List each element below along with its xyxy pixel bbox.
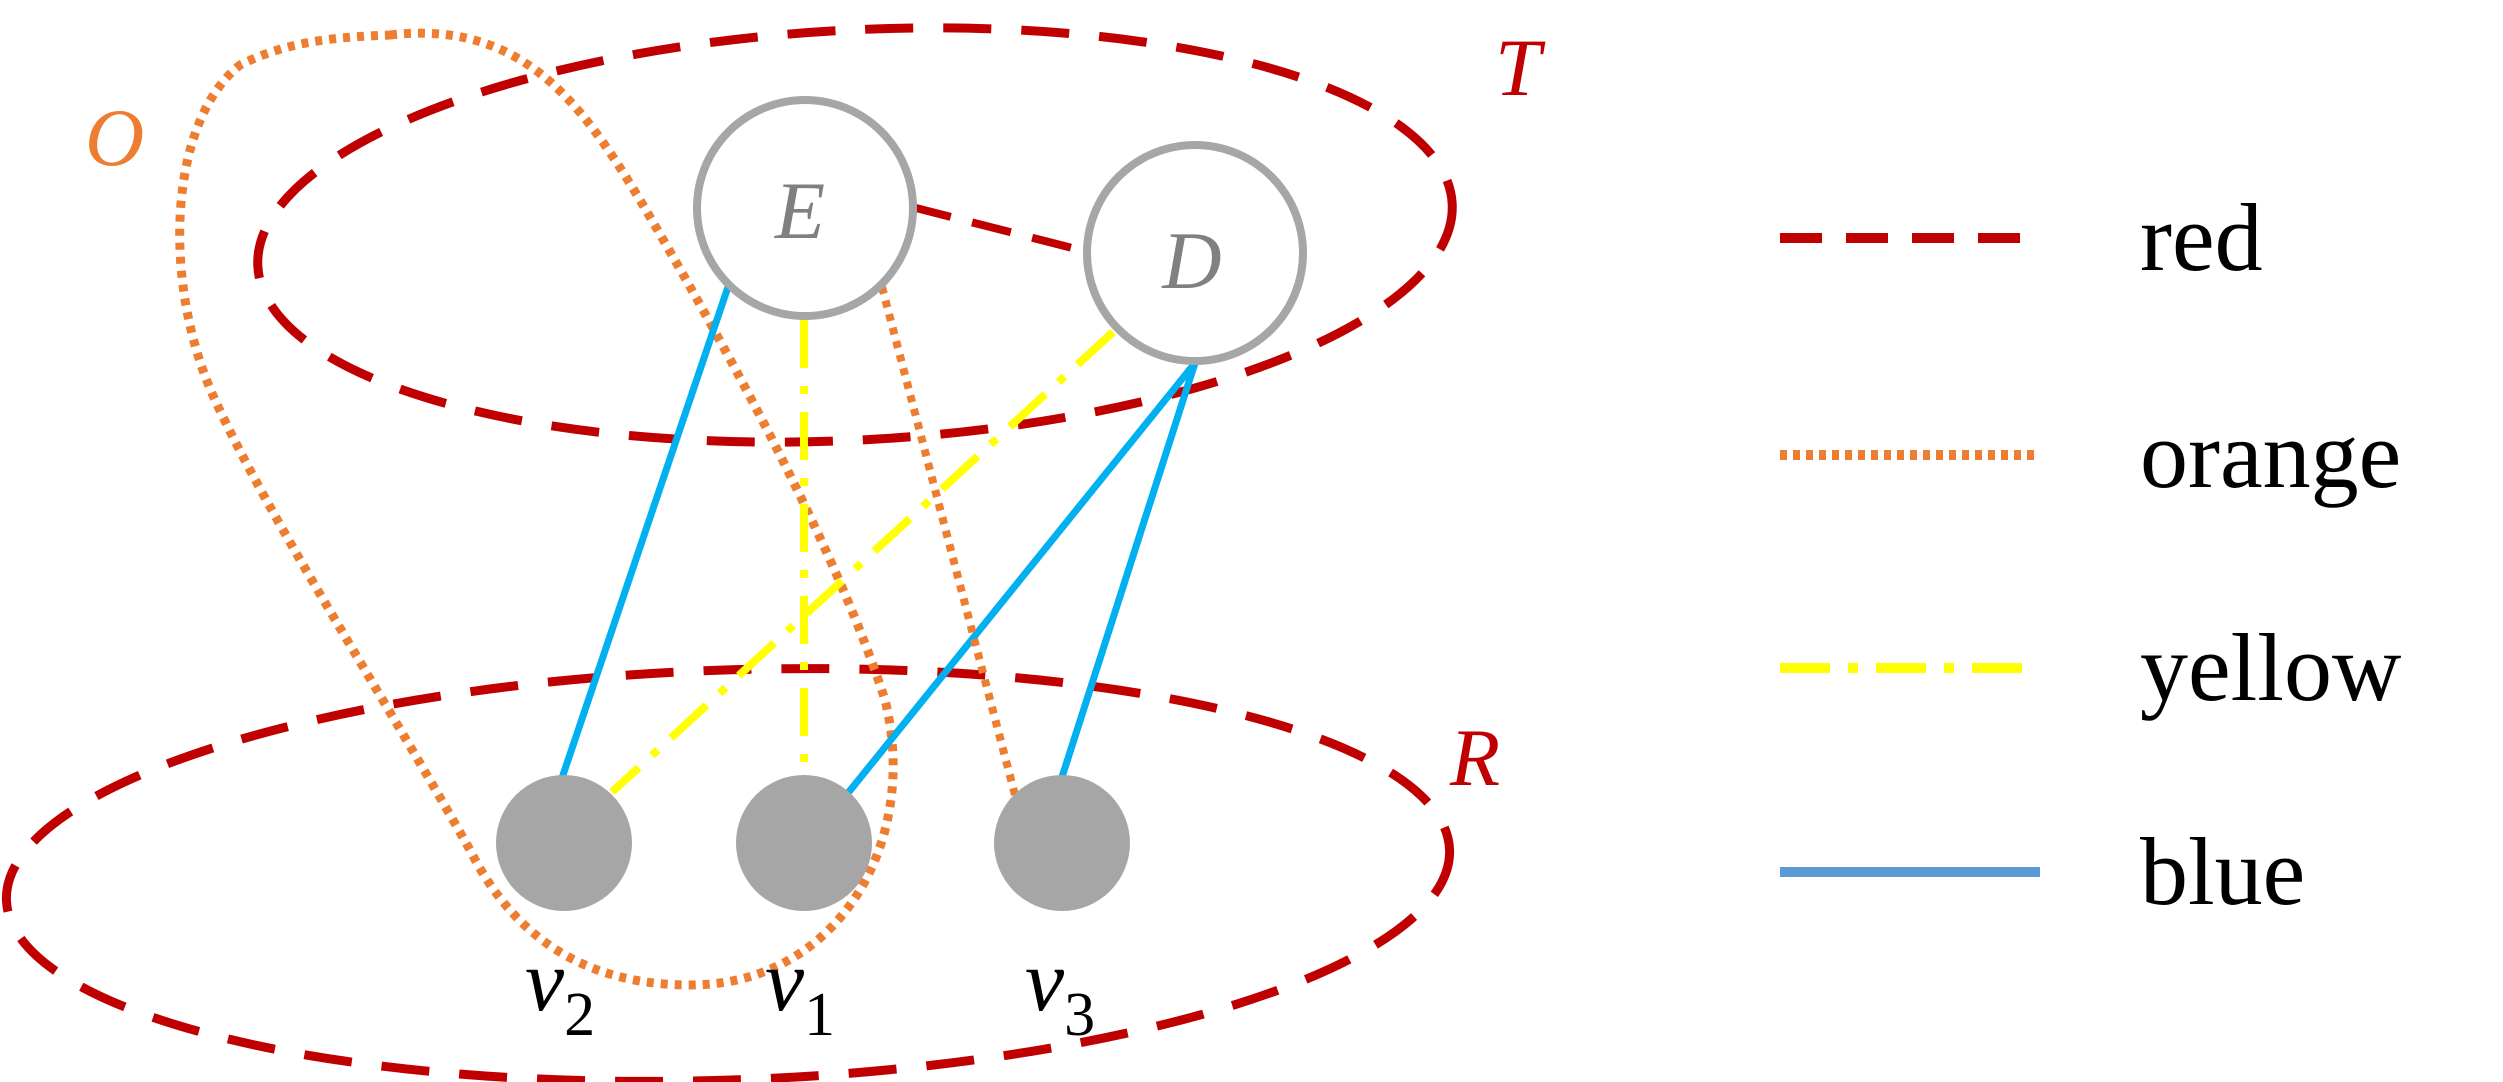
legend-swatch-red [1780, 233, 2040, 243]
legend-swatch-yellow [1780, 663, 2040, 673]
edge-e-v3 [878, 285, 1019, 797]
legend-label-yellow: yellow [2140, 614, 2402, 721]
edge-d-v3 [1058, 361, 1199, 779]
node-v2-label: v2 [525, 933, 595, 1049]
node-v1 [736, 775, 872, 911]
edge-d-v2 [609, 329, 1116, 795]
node-d-label: D [1161, 215, 1221, 306]
set-r-label: R [1449, 712, 1500, 803]
legend-swatch-blue [1780, 867, 2040, 877]
node-d [1083, 141, 1307, 365]
node-e-label: E [774, 165, 825, 256]
node-e [693, 96, 917, 320]
legend-label-blue: blue [2140, 818, 2306, 925]
set-t-boundary [253, 23, 1457, 447]
legend-label-orange: orange [2140, 401, 2402, 508]
set-t-label: T [1495, 22, 1546, 113]
legend-item-blue: blue [1780, 812, 2480, 932]
legend-item-yellow: yellow [1780, 608, 2480, 728]
set-r-boundary [1, 664, 1455, 1082]
legend-label-red: red [2140, 184, 2263, 291]
node-v1-label: v1 [765, 933, 835, 1049]
set-o-label: O [85, 92, 144, 183]
edge-e-v2 [558, 285, 732, 780]
legend-swatch-orange [1780, 450, 2040, 460]
node-v3-label: v3 [1025, 933, 1095, 1049]
node-v3 [994, 775, 1130, 911]
node-v2 [496, 775, 632, 911]
legend-item-red: red [1780, 178, 2480, 298]
set-o-boundary [175, 28, 898, 990]
edge-d-v1 [845, 360, 1198, 796]
edge-e-d [911, 203, 1089, 256]
legend-item-orange: orange [1780, 395, 2480, 515]
